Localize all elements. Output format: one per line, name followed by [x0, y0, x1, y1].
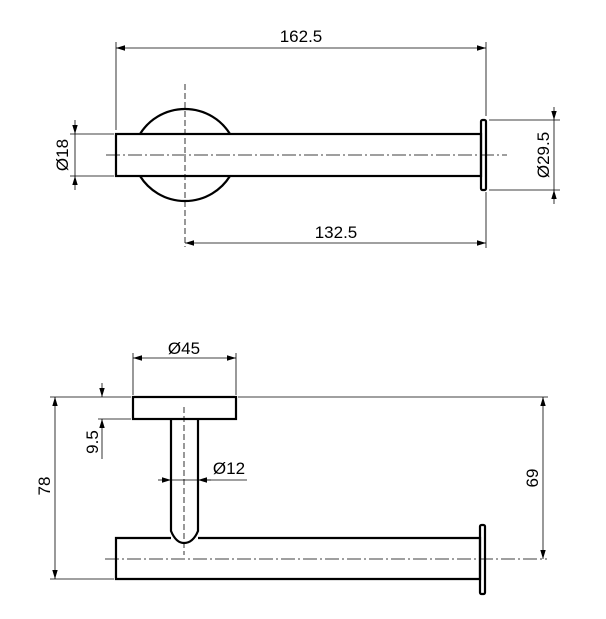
dim-end-cap-diameter: Ø29.5	[534, 132, 553, 178]
top-view: 162.5 132.5 Ø18 Ø29.5	[53, 27, 560, 248]
dim-bar-diameter: Ø18	[53, 139, 72, 171]
dim-overall-length: 162.5	[280, 27, 323, 46]
dim-axis-height: 69	[523, 469, 542, 488]
end-cap-outline	[478, 523, 487, 596]
dim-stem-diameter: Ø12	[213, 459, 245, 478]
base-plate-outline	[131, 395, 238, 421]
dim-base-thickness: 9.5	[83, 430, 102, 454]
dim-overall-height: 78	[35, 477, 54, 496]
dim-arm-length: 132.5	[315, 223, 358, 242]
stem-outline	[169, 419, 200, 545]
bar-outline	[114, 536, 482, 581]
dim-base-diameter: Ø45	[168, 339, 200, 358]
side-view: Ø45 78 9.5 Ø12 69	[35, 339, 548, 596]
